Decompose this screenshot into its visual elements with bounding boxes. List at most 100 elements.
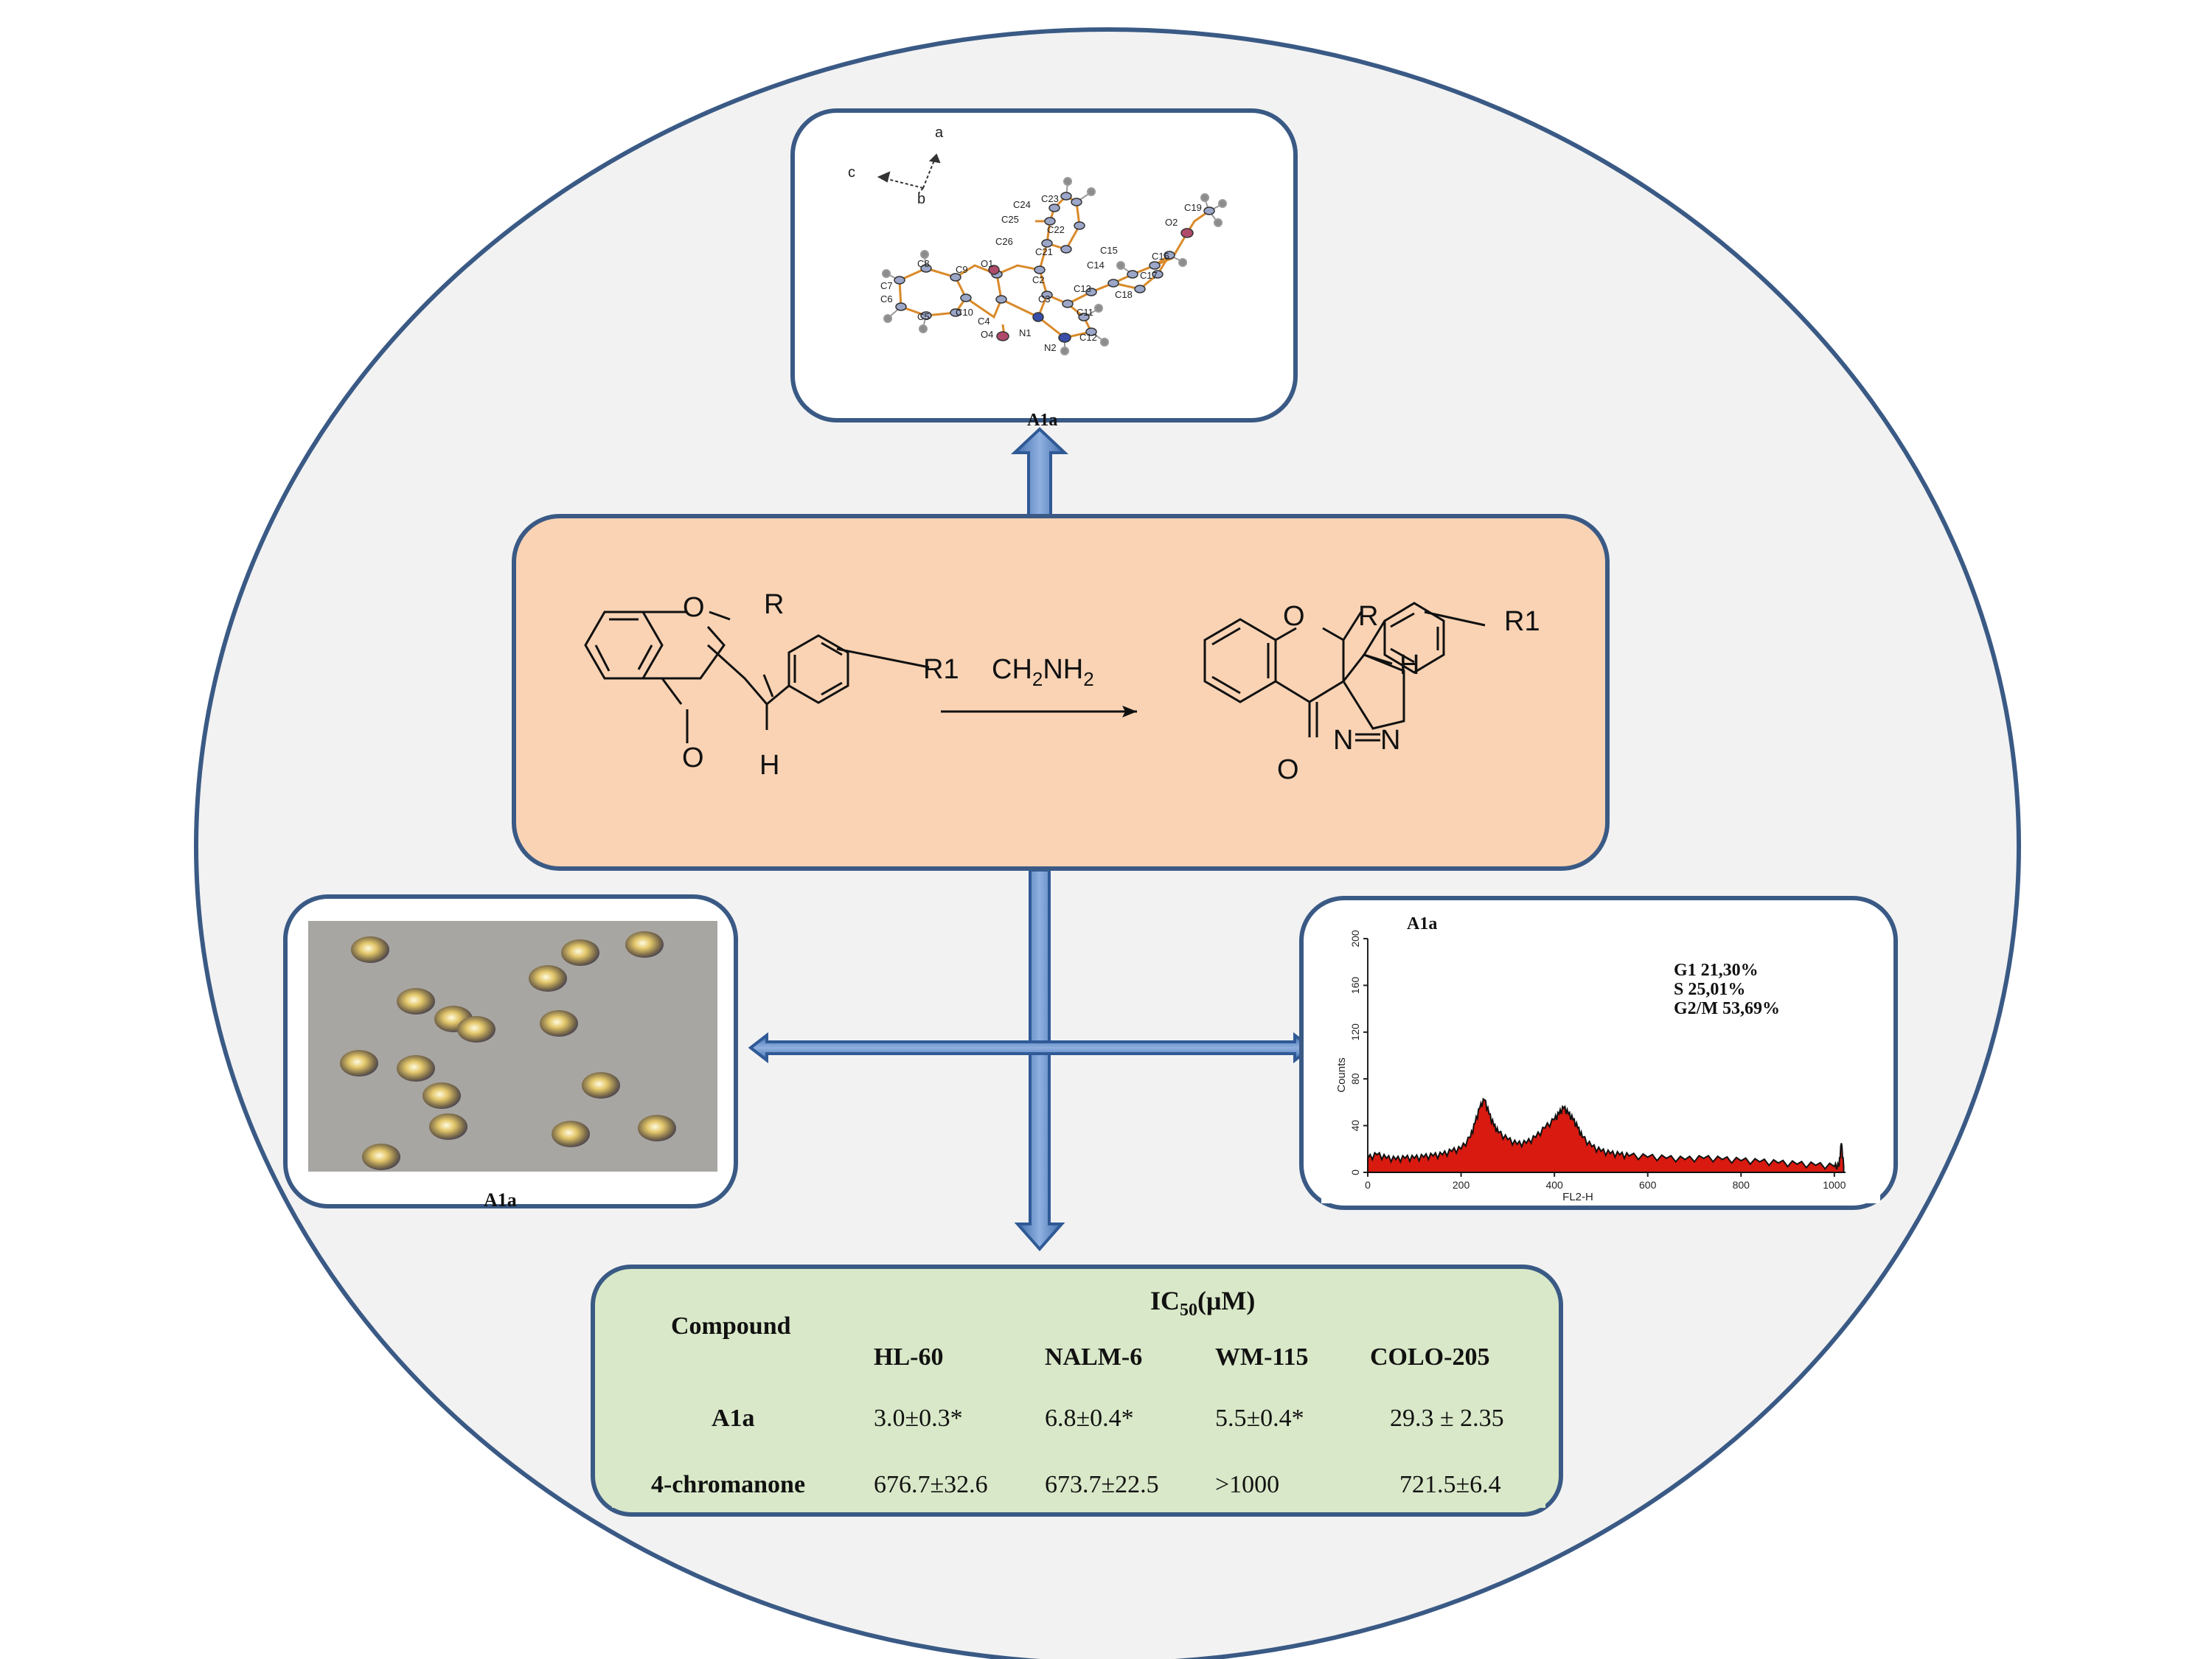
crystal-panel-label: A1a (1027, 411, 1057, 430)
reactant-r1: R1 (923, 654, 959, 685)
svg-text:N1: N1 (1019, 327, 1032, 338)
svg-text:C18: C18 (1115, 289, 1133, 300)
svg-text:C10: C10 (956, 307, 973, 318)
y-axis-label: Counts (1335, 1057, 1348, 1093)
row-a1a-name: A1a (712, 1405, 755, 1432)
y-tick-label: 0 (1349, 1169, 1361, 1175)
cells (340, 931, 676, 1170)
crystal-structure-panel: a c b (790, 108, 1298, 430)
svg-text:C13: C13 (1074, 283, 1091, 294)
svg-text:C9: C9 (956, 264, 968, 275)
svg-text:C6: C6 (880, 293, 893, 305)
histogram-area (1367, 1097, 1845, 1173)
svg-text:C7: C7 (880, 280, 893, 291)
row-chromanone-name: 4-chromanone (651, 1471, 806, 1498)
x-tick-label: 1000 (1823, 1179, 1846, 1191)
flow-cytometry-panel: A1a 0 40 80 120 160 200 0 200 400 600 800 1000 Cou… (1299, 896, 1898, 1210)
product-n1: N (1333, 725, 1353, 756)
svg-text:C5: C5 (917, 311, 930, 322)
reagent-label: CH2NH2 (992, 654, 1094, 690)
reaction-arrow-head (1122, 706, 1137, 717)
reaction-panel: O R O H R1 CH2NH2 O R H N N O (512, 514, 1610, 871)
row-chromanone-hl60: 676.7±32.6 (874, 1471, 988, 1498)
row-chromanone-nalm6: 673.7±22.5 (1045, 1471, 1159, 1498)
product-structure (1203, 602, 1486, 737)
y-tick-label: 200 (1349, 930, 1361, 947)
reactant-vinyl-h: H (759, 750, 779, 781)
row-chromanone-wm115: >1000 (1215, 1471, 1280, 1498)
ic50-title: IC50(μM) (1150, 1286, 1255, 1320)
svg-text:C25: C25 (1001, 214, 1019, 225)
row-a1a-nalm6: 6.8±0.4* (1045, 1405, 1134, 1432)
product-r1: R1 (1504, 606, 1540, 637)
reactant-ring-o: O (683, 592, 705, 623)
row-a1a-wm115: 5.5±0.4* (1215, 1405, 1304, 1432)
reaction-panel-frame (512, 514, 1610, 871)
y-tick-label: 160 (1349, 977, 1361, 995)
x-axis-label: FL2-H (1562, 1191, 1593, 1203)
up-arrow (1010, 427, 1069, 518)
reactant-r-group: R (764, 589, 784, 620)
svg-text:C15: C15 (1100, 245, 1118, 256)
svg-text:O1: O1 (981, 258, 993, 269)
svg-text:C11: C11 (1077, 307, 1093, 318)
atom-labels: C24 C23 C25 C22 O2 C19 C26 C21 C15 C16 C… (880, 193, 1202, 353)
svg-text:O2: O2 (1165, 217, 1178, 228)
microscopy-panel: A1a (283, 894, 738, 1211)
y-tick-label: 80 (1349, 1073, 1361, 1085)
axis-a-label: a (935, 125, 944, 141)
svg-text:C24: C24 (1013, 199, 1031, 210)
col-wm115: WM-115 (1215, 1343, 1309, 1371)
svg-text:C8: C8 (917, 258, 930, 269)
axis-b-label: b (917, 191, 925, 207)
axis-c-label: c (848, 164, 855, 181)
row-chromanone-colo205: 721.5±6.4 (1399, 1471, 1501, 1498)
compound-header: Compound (671, 1312, 791, 1340)
svg-text:C2: C2 (1032, 274, 1045, 285)
x-tick-label: 0 (1365, 1179, 1371, 1191)
stat-g1: G1 21,30% (1674, 961, 1759, 980)
svg-text:N2: N2 (1044, 342, 1057, 353)
y-tick-label: 40 (1349, 1120, 1361, 1132)
col-hl60: HL-60 (874, 1343, 944, 1371)
y-axis-ticks: 0 40 80 120 160 200 (1349, 930, 1368, 1175)
svg-text:C4: C4 (978, 316, 990, 327)
product-h: H (1399, 650, 1419, 681)
row-a1a-hl60: 3.0±0.3* (874, 1405, 963, 1432)
stat-s: S 25,01% (1674, 980, 1745, 999)
x-tick-label: 800 (1733, 1179, 1750, 1191)
col-colo205: COLO-205 (1370, 1343, 1490, 1371)
stat-g2m: G2/M 53,69% (1674, 999, 1780, 1018)
x-tick-label: 400 (1545, 1179, 1563, 1191)
reactant-structure (584, 611, 930, 743)
svg-text:C23: C23 (1041, 193, 1059, 204)
microscopy-panel-label: A1a (484, 1189, 517, 1211)
ic50-table: Compound HL-60 NALM-6 WM-115 COLO-205 A1… (616, 1284, 1573, 1518)
svg-text:C19: C19 (1184, 202, 1202, 213)
unit-cell-axes (877, 153, 941, 194)
x-tick-label: 200 (1453, 1179, 1470, 1191)
product-ring-o: O (1283, 601, 1305, 632)
svg-text:C22: C22 (1047, 224, 1065, 235)
row-a1a-colo205: 29.3 ± 2.35 (1390, 1405, 1504, 1432)
atoms (894, 192, 1215, 343)
svg-text:C14: C14 (1087, 260, 1105, 271)
x-tick-label: 600 (1639, 1179, 1657, 1191)
product-carbonyl-o: O (1277, 754, 1299, 785)
product-r-group: R (1358, 601, 1378, 632)
svg-text:C3: C3 (1038, 293, 1051, 305)
svg-text:C16: C16 (1152, 251, 1169, 262)
flow-panel-title: A1a (1407, 914, 1437, 933)
svg-text:C17: C17 (1140, 270, 1158, 281)
svg-text:C21: C21 (1035, 246, 1053, 257)
y-tick-label: 120 (1349, 1023, 1361, 1041)
svg-text:C12: C12 (1079, 332, 1097, 343)
svg-text:C26: C26 (995, 236, 1013, 247)
reactant-carbonyl-o: O (682, 742, 704, 773)
product-n2: N (1380, 725, 1400, 756)
ic50-panel: IC50(μM) (591, 1265, 1563, 1517)
down-arrow (1014, 869, 1065, 1252)
svg-text:O4: O4 (981, 329, 993, 340)
col-nalm6: NALM-6 (1045, 1343, 1143, 1371)
